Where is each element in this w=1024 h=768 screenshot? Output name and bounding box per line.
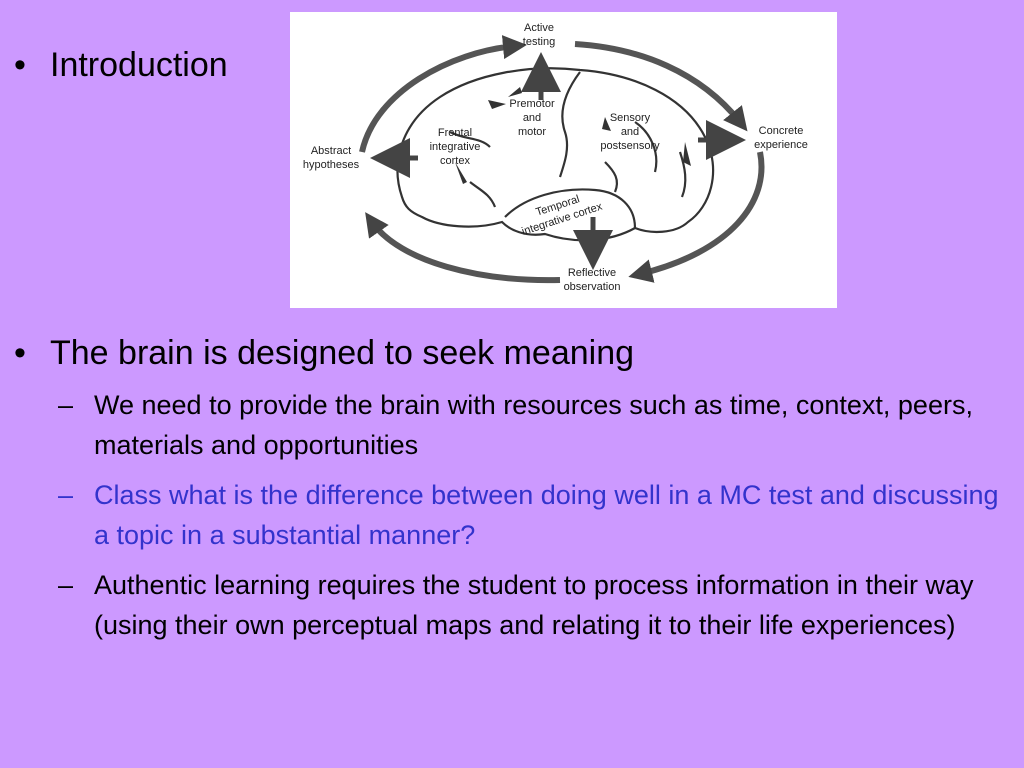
subbullet-marker: –: [58, 390, 74, 420]
label-cortex: cortex: [440, 155, 470, 167]
inner-arrows: [370, 52, 746, 270]
subbullet-text: Authentic learning requires the student …: [94, 570, 974, 640]
label-reflective: Reflective: [568, 267, 616, 279]
diagram-svg: Active testing Concrete experience Refle…: [303, 22, 808, 293]
cycle-ring: [359, 35, 765, 284]
label-premotor-and: and: [523, 112, 541, 124]
label-integrative: integrative: [430, 141, 481, 153]
subbullet-marker: –: [58, 570, 74, 600]
label-sensory-and: and: [621, 126, 639, 138]
label-testing: testing: [523, 36, 555, 48]
subbullet-marker: –: [58, 480, 74, 510]
bullet-text: Introduction: [50, 46, 228, 84]
subbullet-text: We need to provide the brain with resour…: [94, 390, 973, 460]
brain-learning-cycle-diagram: Active testing Concrete experience Refle…: [290, 12, 837, 308]
label-hypotheses: hypotheses: [303, 159, 360, 171]
label-frontal: Frontal: [438, 127, 472, 139]
label-experience: experience: [754, 139, 808, 151]
label-sensory: Sensory: [610, 112, 651, 124]
brain-shading: [455, 87, 691, 184]
label-concrete: Concrete: [759, 125, 804, 137]
subbullet-text: Class what is the difference between doi…: [94, 480, 999, 550]
bullet-marker: •: [14, 46, 26, 84]
bullet-marker: •: [14, 334, 26, 372]
bullet-text: The brain is designed to seek meaning: [50, 334, 635, 372]
brain-illustration: [396, 67, 715, 242]
label-active: Active: [524, 22, 554, 34]
label-premotor: Premotor: [509, 98, 555, 110]
label-abstract: Abstract: [311, 145, 351, 157]
label-observation: observation: [564, 281, 621, 293]
label-postsensory: postsensory: [600, 140, 660, 152]
label-motor: motor: [518, 126, 546, 138]
